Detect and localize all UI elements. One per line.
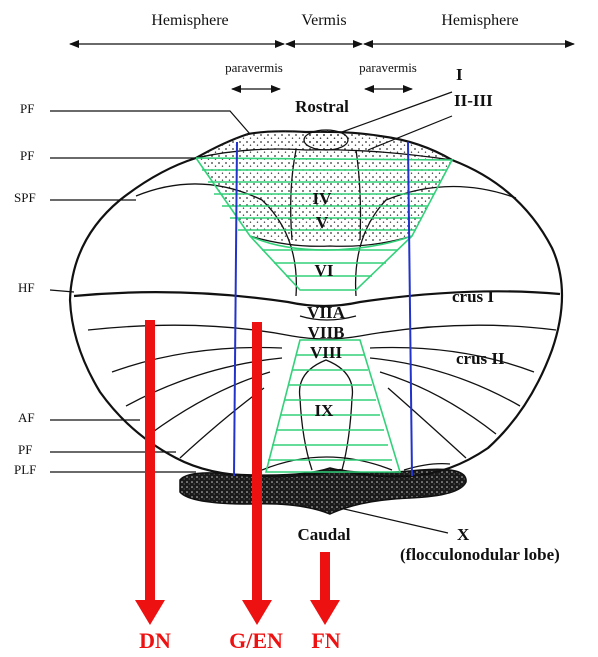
label-lobule-vi: VI xyxy=(315,261,334,280)
arrow-dn-shaft xyxy=(145,320,155,600)
label-hemisphere-right: Hemisphere xyxy=(441,12,518,29)
arrow-fn-head xyxy=(310,600,340,625)
label-pf-top: PF xyxy=(20,101,34,116)
label-lobule-viii: VIII xyxy=(310,343,343,362)
label-lobule-v: V xyxy=(316,213,329,232)
label-gen: G/EN xyxy=(229,628,283,653)
label-pf-lower: PF xyxy=(18,442,32,457)
label-crus-ii: crus II xyxy=(456,349,505,368)
label-lobule-x: X xyxy=(457,525,470,544)
label-lobule-ii-iii: II-III xyxy=(454,91,493,110)
region-arrows xyxy=(70,44,574,89)
label-lobule-viib: VIIB xyxy=(308,323,345,342)
label-plf: PLF xyxy=(14,462,36,477)
arrow-gen-head xyxy=(242,600,272,625)
label-rostral: Rostral xyxy=(295,97,349,116)
label-caudal: Caudal xyxy=(298,525,351,544)
label-lobule-iv: IV xyxy=(313,189,333,208)
label-flocculonodular: (flocculonodular lobe) xyxy=(400,545,560,564)
label-af: AF xyxy=(18,410,35,425)
label-crus-i: crus I xyxy=(452,287,494,306)
label-hemisphere-left: Hemisphere xyxy=(151,12,228,29)
label-vermis: Vermis xyxy=(301,12,346,29)
label-lobule-ix: IX xyxy=(315,401,335,420)
arrow-fn-shaft xyxy=(320,552,330,600)
label-lobule-i: I xyxy=(456,65,463,84)
label-fn: FN xyxy=(311,628,340,653)
label-pf-second: PF xyxy=(20,148,34,163)
arrow-dn-head xyxy=(135,600,165,625)
label-paravermis-right: paravermis xyxy=(359,60,417,75)
label-hf: HF xyxy=(18,280,35,295)
lobule-i-bump xyxy=(304,130,348,150)
label-spf: SPF xyxy=(14,190,36,205)
label-paravermis-left: paravermis xyxy=(225,60,283,75)
label-dn: DN xyxy=(139,628,171,653)
arrow-gen-shaft xyxy=(252,322,262,600)
label-lobule-viia: VIIA xyxy=(307,303,346,322)
